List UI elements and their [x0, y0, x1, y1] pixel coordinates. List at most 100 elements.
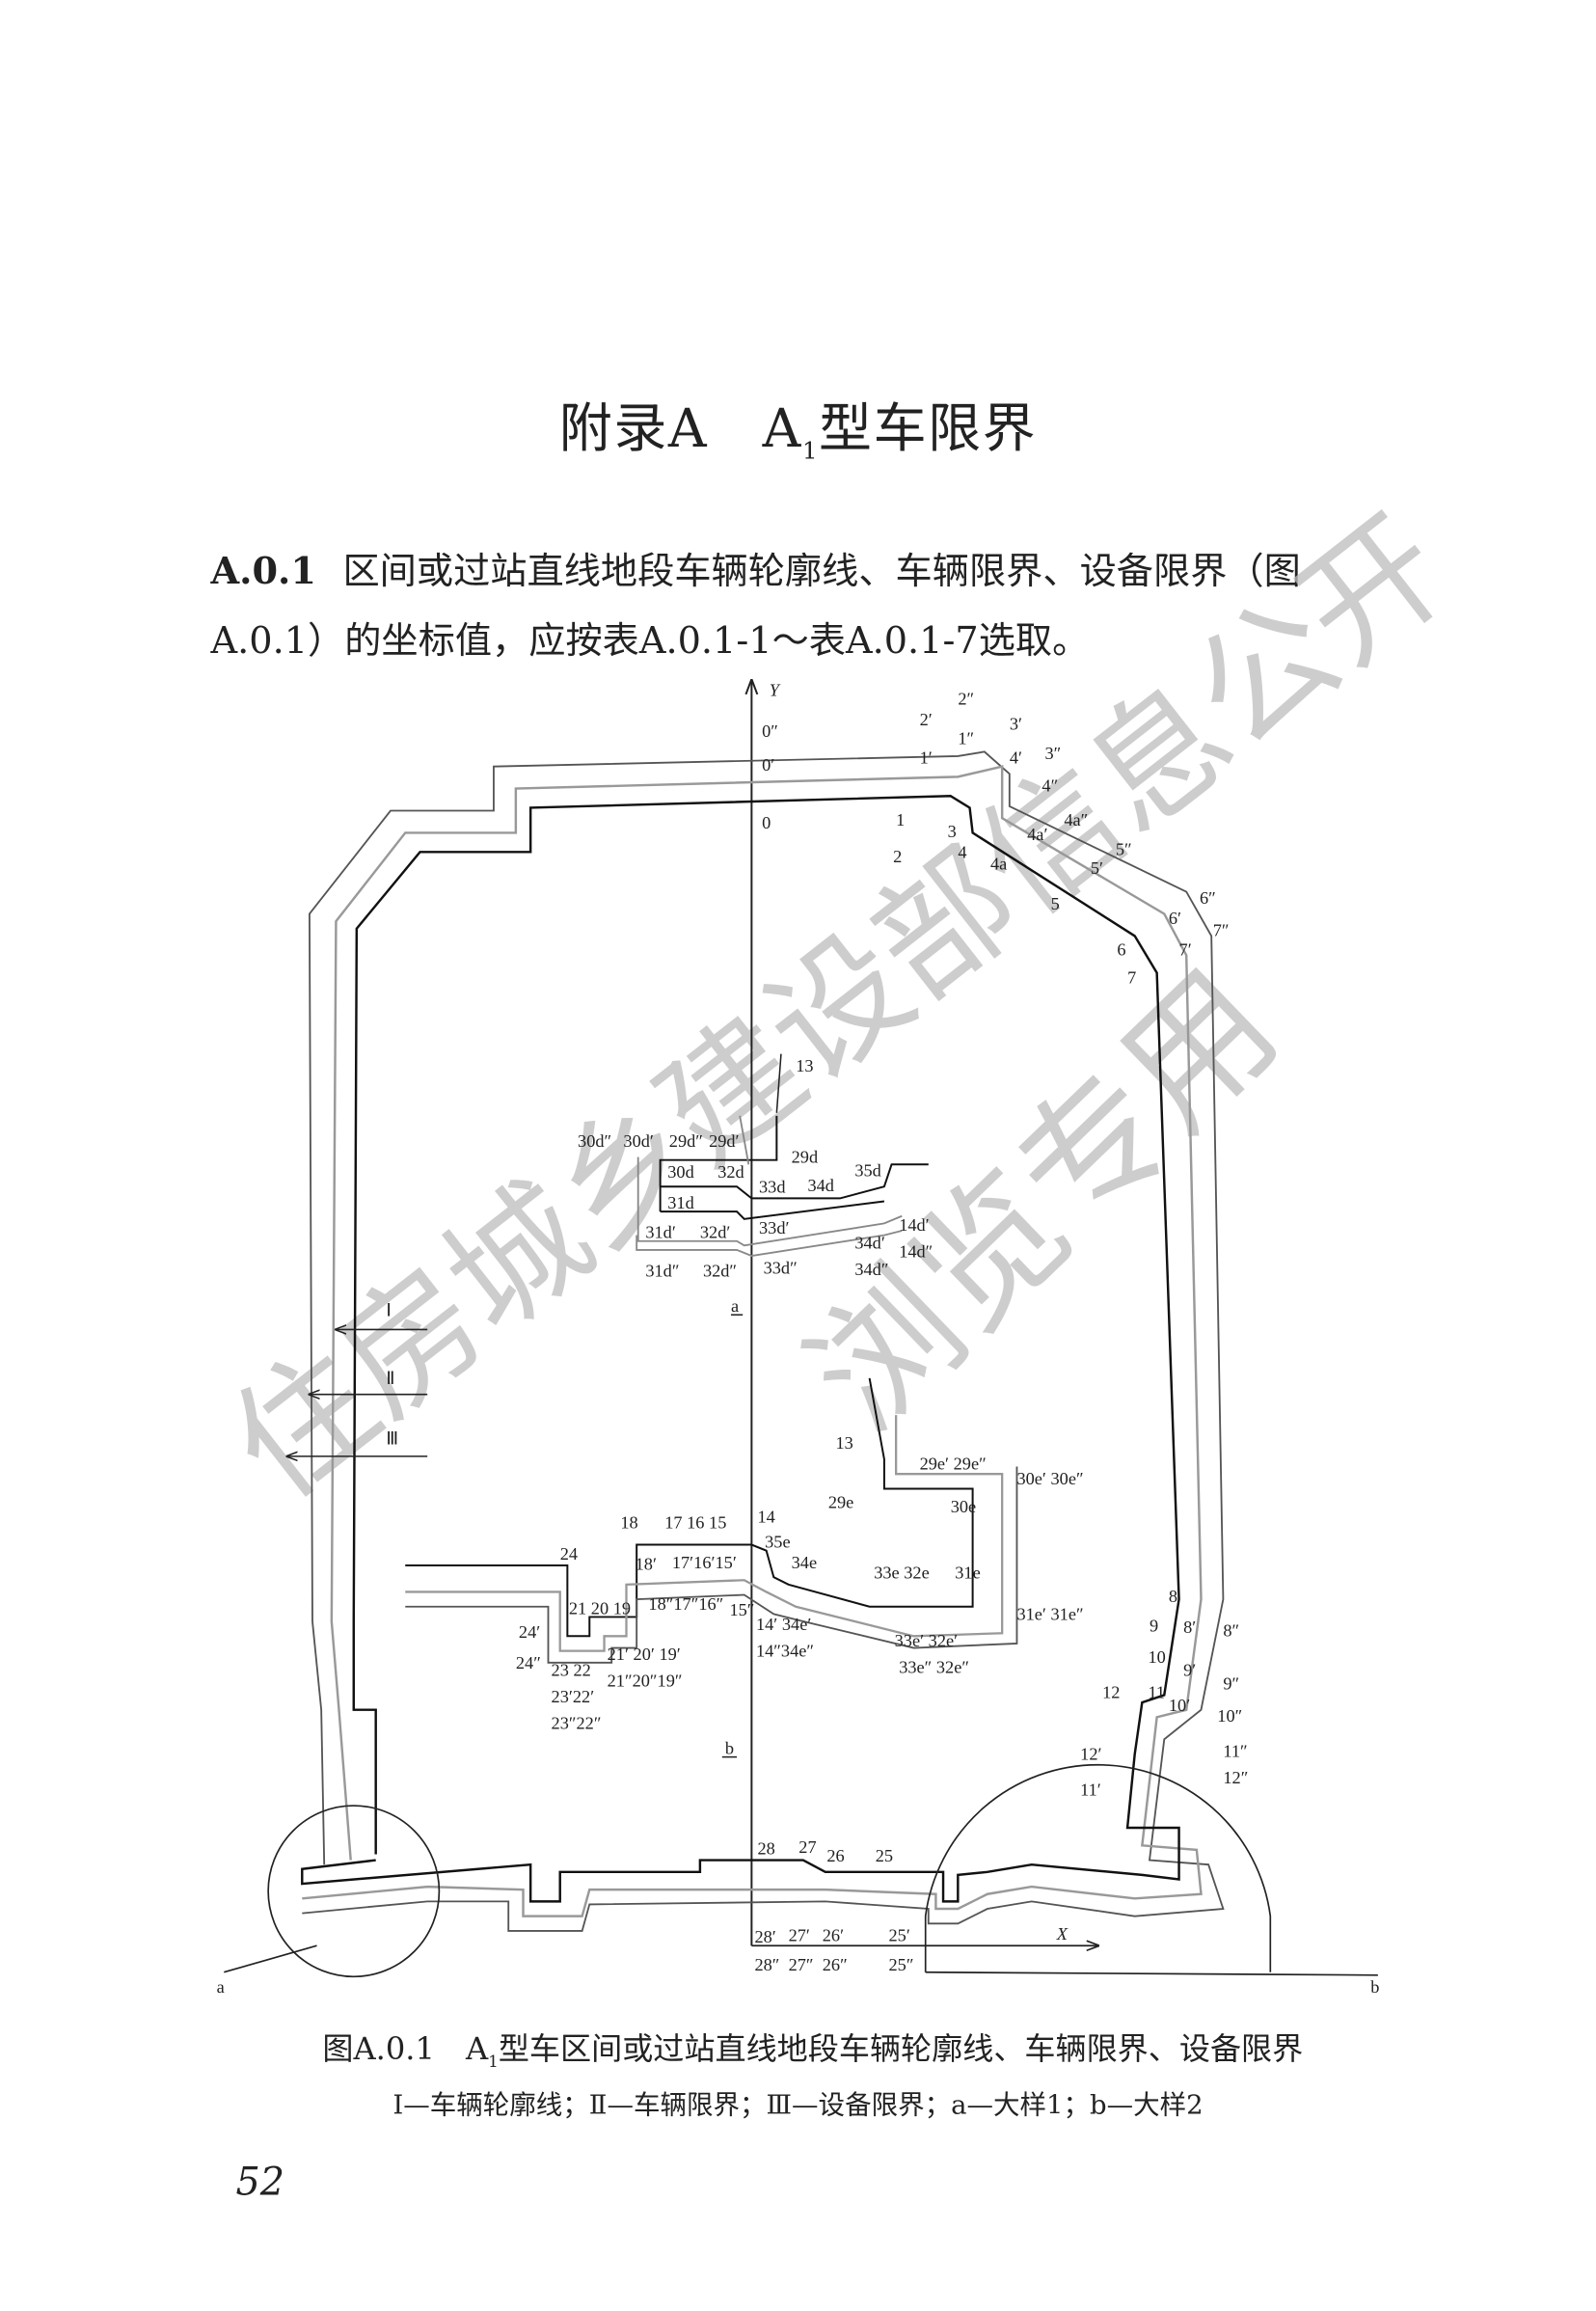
- upper-detail-gauge: [636, 1115, 903, 1257]
- point-label: 8″: [1223, 1620, 1239, 1640]
- point-label: 29d″: [669, 1131, 703, 1151]
- point-label: 17 16 15: [664, 1513, 726, 1533]
- point-label: 23″22″: [552, 1714, 602, 1733]
- point-label: 4a: [990, 855, 1007, 874]
- vehicle-outline-line: [301, 794, 1180, 1903]
- point-label: 27″: [789, 1955, 814, 1974]
- point-label: 15″: [729, 1600, 754, 1619]
- point-label: 30d′: [623, 1131, 654, 1151]
- point-label: 4: [958, 842, 966, 861]
- point-label: 9: [1150, 1617, 1158, 1636]
- point-label: 23 22: [552, 1661, 591, 1680]
- point-label: 4a″: [1064, 810, 1088, 829]
- point-label: 10: [1148, 1647, 1165, 1667]
- point-label: 8′: [1183, 1618, 1196, 1637]
- point-label: Ⅲ: [386, 1429, 398, 1449]
- point-label: 35e: [765, 1533, 790, 1552]
- point-label: 0: [762, 813, 771, 832]
- point-label: 33d: [759, 1177, 785, 1196]
- y-axis-label: Y: [770, 680, 781, 699]
- point-label: 29e′ 29e″: [920, 1455, 987, 1474]
- point-label: a: [217, 1977, 225, 1997]
- leader-13: [775, 1053, 782, 1113]
- point-label: 2: [893, 847, 902, 866]
- point-label: 25″: [889, 1955, 914, 1974]
- point-label: 3: [948, 822, 957, 841]
- point-label: 21′ 20′ 19′: [608, 1645, 681, 1664]
- point-label: a: [731, 1296, 739, 1316]
- point-label: 21 20 19: [569, 1598, 631, 1618]
- equipment-gauge-floor: [405, 1466, 1018, 1664]
- point-label: 10″: [1217, 1706, 1242, 1726]
- point-label: 12′: [1080, 1745, 1101, 1764]
- point-label: 14″34e″: [756, 1642, 814, 1661]
- figure-legend: Ⅰ—车辆轮廓线；Ⅱ—车辆限界；Ⅲ—设备限界；a—大样1；b—大样2: [392, 2089, 1204, 2122]
- point-label: 29d′: [709, 1131, 740, 1151]
- point-label: 4″: [1041, 776, 1058, 796]
- point-label: 24′: [519, 1622, 540, 1642]
- vehicle-floor-profile: [405, 1377, 974, 1638]
- point-label: 7′: [1179, 939, 1192, 959]
- clause-number: A.0.1: [210, 550, 316, 593]
- point-label: 4′: [1010, 748, 1022, 768]
- point-label: 18′: [636, 1555, 657, 1574]
- point-label: 14d″: [899, 1242, 933, 1262]
- figure-caption: 图A.0.1 A1型车区间或过站直线地段车辆轮廓线、车辆限界、设备限界: [0, 2026, 1596, 2072]
- point-label: 1′: [920, 748, 933, 768]
- point-label: 14: [757, 1508, 774, 1527]
- point-label: 11″: [1223, 1742, 1247, 1761]
- ground-line: [224, 1944, 1378, 1976]
- caption-suffix: 型车区间或过站直线地段车辆轮廓线、车辆限界、设备限界: [498, 2030, 1304, 2067]
- point-label: 18″17″16″: [648, 1594, 723, 1614]
- point-label: 27′: [789, 1926, 810, 1945]
- point-label: 27: [798, 1837, 816, 1857]
- clause-text: 区间或过站直线地段车辆轮廓线、车辆限界、设备限界（图A.0.1）的坐标值，应按表…: [210, 550, 1301, 663]
- detail-circle-a: [267, 1805, 441, 1978]
- point-label: 8: [1169, 1587, 1177, 1606]
- point-label: 6: [1117, 939, 1125, 959]
- point-label: 32d: [717, 1162, 744, 1182]
- point-label: 31e: [955, 1563, 980, 1583]
- point-label: 28′: [754, 1927, 775, 1946]
- point-label: 0″: [762, 721, 778, 741]
- point-label: 33e′ 32e′: [895, 1631, 959, 1650]
- point-label: 13: [835, 1433, 852, 1453]
- point-label: 12″: [1223, 1768, 1248, 1787]
- point-label: 26: [826, 1846, 844, 1865]
- point-label: 24″: [516, 1653, 541, 1672]
- point-label: 14′ 34e′: [756, 1615, 811, 1634]
- point-label: 35d: [854, 1161, 880, 1181]
- appendix-title: 附录A A1型车限界: [0, 386, 1596, 465]
- point-label: 23′22′: [552, 1687, 595, 1706]
- point-label: 30e: [951, 1497, 976, 1516]
- point-label: 31d″: [645, 1261, 679, 1280]
- vehicle-gauge-line: [302, 765, 1203, 1917]
- point-label: 33d′: [759, 1218, 790, 1237]
- point-label: 6″: [1200, 888, 1216, 908]
- detail-arc-b: [924, 1764, 1272, 1972]
- point-label: 28: [757, 1838, 774, 1858]
- point-label: 34d: [807, 1176, 833, 1195]
- point-label: 9″: [1223, 1673, 1239, 1693]
- title-suffix: 型车限界: [819, 399, 1038, 460]
- caption-subscript: 1: [488, 2052, 499, 2072]
- point-label: 21″20″19″: [608, 1671, 683, 1690]
- point-label: 26′: [823, 1926, 844, 1945]
- point-label: 34e: [792, 1553, 817, 1572]
- point-label: 7″: [1213, 920, 1230, 939]
- point-label: 25: [876, 1846, 893, 1865]
- caption-prefix: 图A.0.1 A: [322, 2030, 489, 2067]
- point-label: 26″: [823, 1955, 848, 1974]
- point-label: 30d: [667, 1162, 693, 1182]
- point-label: 6′: [1169, 909, 1181, 928]
- point-label: 30e′ 30e″: [1016, 1469, 1083, 1488]
- title-prefix: 附录A A: [558, 399, 802, 460]
- point-label: 12: [1102, 1682, 1120, 1701]
- point-label: 31d: [667, 1193, 693, 1212]
- point-label: 11: [1148, 1682, 1165, 1701]
- point-label: 34d′: [854, 1233, 885, 1252]
- point-label: 13: [796, 1056, 813, 1075]
- upper-detail-profile: [659, 1115, 929, 1220]
